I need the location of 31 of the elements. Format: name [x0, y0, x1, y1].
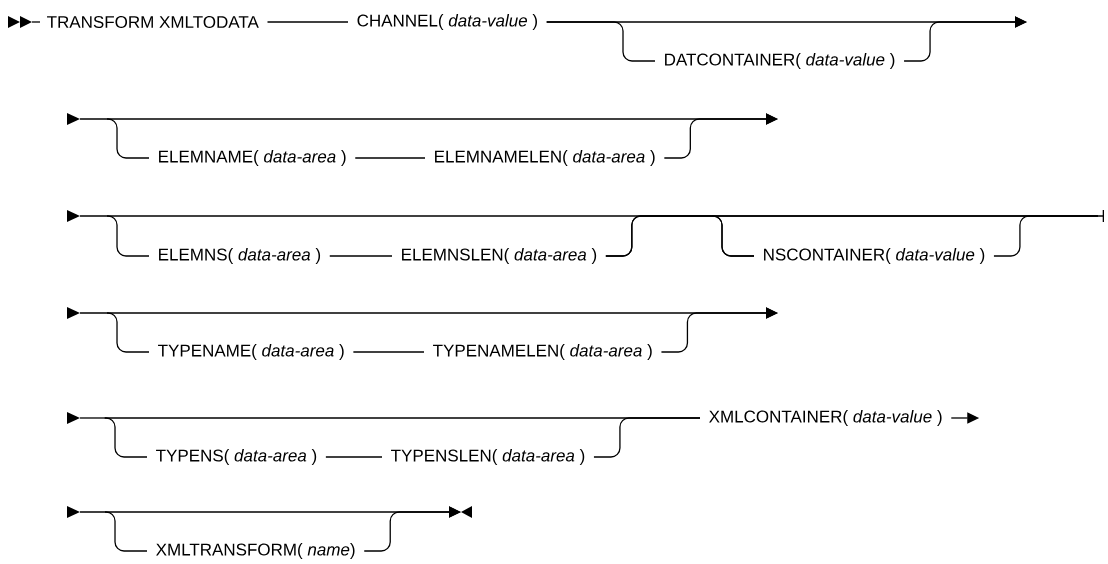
track-line	[663, 113, 778, 159]
keyword-label: ELEMNS( data-area )	[159, 248, 321, 264]
track-line	[993, 215, 1099, 257]
track-line	[104, 511, 148, 552]
keyword-label: TYPENAME( data-area )	[158, 344, 344, 360]
track-line	[711, 215, 755, 257]
keyword-label: TYPENAMELEN( data-area )	[433, 344, 652, 360]
track-line	[903, 16, 1027, 62]
keyword-label: TRANSFORM XMLTODATA	[47, 16, 259, 28]
track-line	[106, 312, 150, 353]
track-line	[103, 417, 701, 419]
keyword-label: NSCONTAINER( data-value )	[764, 248, 985, 264]
keyword-label: TYPENSLEN( data-area )	[391, 449, 585, 465]
track-line	[546, 21, 656, 62]
keyword-label: ELEMNSLEN( data-area )	[402, 248, 597, 264]
keyword-label: ELEMNAMELEN( data-area )	[435, 150, 655, 166]
keyword-label: ELEMNAME( data-area )	[159, 150, 346, 166]
track-line	[354, 157, 426, 159]
keyword-label: XMLCONTAINER( data-value )	[709, 410, 942, 426]
keyword-label: CHANNEL( data-value )	[357, 14, 537, 30]
track-line	[106, 118, 150, 159]
track-line	[363, 506, 461, 552]
keyword-label: DATCONTAINER( data-value )	[665, 53, 895, 69]
track-line	[660, 307, 778, 353]
keyword-label: XMLTRANSFORM( name)	[156, 543, 355, 559]
track-line	[329, 255, 393, 257]
track-line	[352, 351, 425, 353]
track-line	[266, 21, 349, 23]
track-line	[106, 215, 150, 257]
keyword-label: TYPENS( data-area )	[156, 449, 317, 465]
track-line	[325, 456, 383, 458]
